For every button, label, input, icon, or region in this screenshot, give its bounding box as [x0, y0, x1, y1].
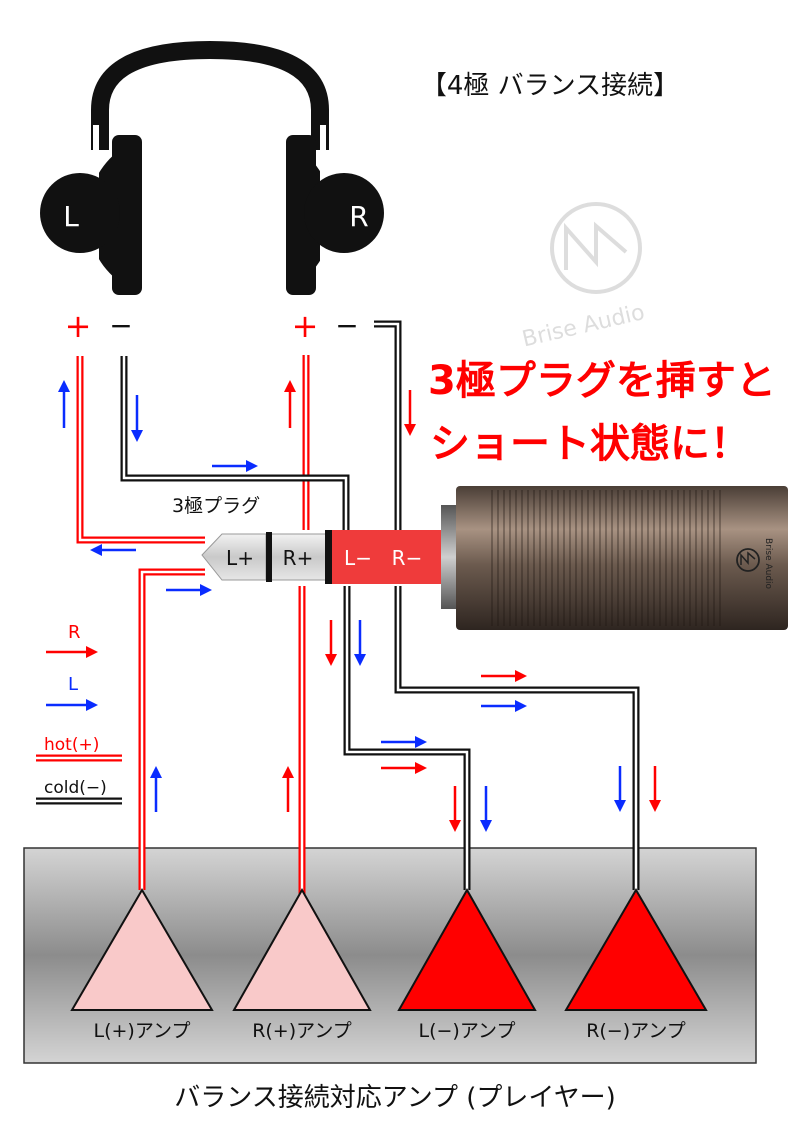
arrow-blue-right-lower-hot — [166, 584, 212, 596]
page-title: 【4極 バランス接続】 — [421, 71, 679, 101]
barrel-logo-icon — [736, 548, 760, 572]
headphones-icon — [40, 40, 384, 295]
arrow-blue-down-l-minus — [354, 620, 366, 666]
plug-label: 3極プラグ — [172, 495, 260, 517]
arrow-red-up-r-plus-amp — [282, 766, 294, 812]
arrow-red-right-l-minus — [381, 762, 427, 774]
arrow-blue-down-r-minus-amp — [614, 766, 626, 812]
legend: R L hot(+) cold(−) — [36, 622, 122, 805]
legend-l-label: L — [68, 674, 78, 695]
right-plus-terminal: + — [292, 307, 319, 345]
plug-ring — [269, 533, 329, 581]
arrow-blue-left-hot — [90, 544, 136, 556]
arrow-red-right-r-minus — [481, 670, 527, 682]
plug-segment-l-plus: L+ — [226, 546, 254, 570]
arrow-blue-right-cold-top — [212, 460, 258, 472]
arrow-red-down-right-cold — [404, 390, 416, 436]
arrow-blue-right-l-minus — [381, 736, 427, 748]
amp-label-r-plus: R(+)アンプ — [252, 1020, 352, 1042]
footer-caption: バランス接続対応アンプ (プレイヤー) — [174, 1083, 615, 1113]
left-minus-terminal: − — [109, 309, 132, 342]
amp-label-l-minus: L(−)アンプ — [418, 1020, 515, 1042]
arrow-red-down-l-minus — [325, 620, 337, 666]
legend-r-arrow-icon — [46, 646, 98, 658]
signal-arrows — [58, 380, 661, 832]
warning-line-1: 3極プラグを挿すと — [428, 358, 776, 404]
legend-hot-label: hot(+) — [44, 735, 99, 755]
arrow-blue-down-l-minus-amp — [480, 786, 492, 832]
plug-collar — [441, 505, 457, 609]
legend-r-label: R — [68, 622, 81, 643]
hot-wires — [76, 355, 310, 895]
cold-wires — [120, 320, 640, 890]
amp-l-plus-triangle — [70, 888, 214, 1011]
arrow-blue-down-left-cold — [131, 395, 143, 442]
right-minus-terminal: − — [335, 309, 358, 342]
amp-r-minus-triangle — [564, 888, 708, 1011]
arrow-blue-right-r-minus — [481, 700, 527, 712]
plug-sleeve — [330, 530, 442, 584]
arrow-blue-up-left-hot — [58, 380, 70, 428]
plug-segment-l-minus: L− — [344, 546, 372, 570]
plug-segment-r-minus: R− — [392, 546, 423, 570]
legend-arrows — [46, 646, 98, 711]
legend-cold-label: cold(−) — [44, 778, 107, 798]
watermark-text: Brise Audio — [520, 300, 647, 352]
watermark-logo-icon — [550, 202, 642, 294]
legend-l-arrow-icon — [46, 699, 98, 711]
barrel-brand-text: Brise Audio — [763, 538, 773, 590]
barrel-grooves — [491, 490, 721, 626]
amp-label-l-plus: L(+)アンプ — [93, 1020, 190, 1042]
amp-l-minus-triangle — [397, 887, 537, 1011]
plug-barrel — [456, 486, 788, 630]
right-ear-label: R — [349, 200, 368, 233]
arrow-red-up-right-hot — [284, 380, 296, 428]
plug-segment-r-plus: R+ — [283, 546, 314, 570]
brise-audio-watermark: Brise Audio — [520, 202, 647, 352]
plug-insulator-1 — [266, 532, 272, 582]
arrow-red-down-r-minus-amp — [649, 766, 661, 812]
warning-line-2: ショート状態に！ — [430, 421, 750, 467]
left-plus-terminal: + — [65, 307, 92, 345]
arrow-blue-up-l-plus-amp — [150, 766, 162, 812]
amp-label-r-minus: R(−)アンプ — [586, 1020, 686, 1042]
left-ear-label: L — [63, 200, 79, 233]
three-pole-plug: Brise Audio — [201, 486, 788, 630]
plug-insulator-2 — [325, 530, 332, 584]
amp-r-plus-triangle — [232, 887, 372, 1011]
arrow-red-down-l-minus-amp — [449, 786, 461, 832]
